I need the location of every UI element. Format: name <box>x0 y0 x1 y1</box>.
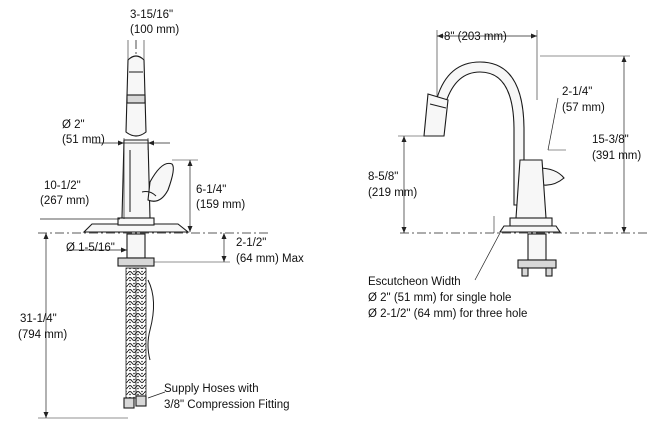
height-imperial: 10-1/2" <box>44 180 81 192</box>
supply-note-line1: Supply Hoses with <box>164 383 259 395</box>
side-shank <box>126 233 146 259</box>
spout-reach: 8" (203 mm) <box>444 31 507 43</box>
overall-height-imperial: 15-3/8" <box>592 134 629 146</box>
deck-thickness-imperial: 2-1/2" <box>236 237 266 249</box>
front-mounting-nut <box>517 259 557 269</box>
height-metric: (267 mm) <box>40 195 89 207</box>
deck-thickness-metric: (64 mm) Max <box>236 253 304 265</box>
side-mounting-nut <box>117 257 155 267</box>
hose-length-metric: (794 mm) <box>18 329 67 341</box>
sprayhead-diameter-metric: (57 mm) <box>562 102 605 114</box>
side-view-labels: 3-15/16" (100 mm) Ø 2" (51 mm) 10-1/2" (… <box>18 9 304 411</box>
spout-width-metric: (100 mm) <box>130 24 179 36</box>
front-fitting-left <box>521 267 529 277</box>
front-body <box>515 159 547 219</box>
escutcheon-note-three: Ø 2-1/2" (64 mm) for three hole <box>368 308 527 320</box>
front-base <box>509 217 553 227</box>
side-handle <box>147 162 174 202</box>
escutcheon-note-title: Escutcheon Width <box>368 276 461 288</box>
hose-fitting-left <box>123 397 135 409</box>
clearance-imperial: 8-5/8" <box>368 171 398 183</box>
front-view-faucet <box>423 61 565 277</box>
handle-height-metric: (159 mm) <box>196 199 245 211</box>
front-sprayhead <box>423 93 449 137</box>
hose-fitting-right <box>135 395 147 407</box>
supply-note-line2: 3/8" Compression Fitting <box>164 399 290 411</box>
spout-diameter-metric: (51 mm) <box>62 134 105 146</box>
front-escutcheon <box>498 225 562 233</box>
side-view-faucet <box>82 55 190 409</box>
front-view-labels: 8" (203 mm) 2-1/4" (57 mm) 15-3/8" (391 … <box>368 31 641 320</box>
front-gooseneck <box>436 61 525 206</box>
shank-diameter: Ø 1-5/16" <box>66 242 115 254</box>
front-shank <box>527 233 547 261</box>
front-fitting-right <box>545 267 553 277</box>
hose-length-imperial: 31-1/4" <box>20 313 57 325</box>
overall-height-metric: (391 mm) <box>592 150 641 162</box>
clearance-metric: (219 mm) <box>368 187 417 199</box>
side-body <box>121 139 151 219</box>
spray-hose <box>147 279 154 361</box>
side-base <box>117 217 155 226</box>
side-spray-collar <box>126 94 146 104</box>
escutcheon-note-single: Ø 2" (51 mm) for single hole <box>368 292 511 304</box>
spout-width-imperial: 3-15/16" <box>130 9 173 21</box>
supply-hose-left <box>125 267 137 399</box>
spout-diameter-imperial: Ø 2" <box>62 119 85 131</box>
supply-hose-right <box>135 267 147 399</box>
handle-height-imperial: 6-1/4" <box>196 184 226 196</box>
sprayhead-diameter-imperial: 2-1/4" <box>562 86 592 98</box>
